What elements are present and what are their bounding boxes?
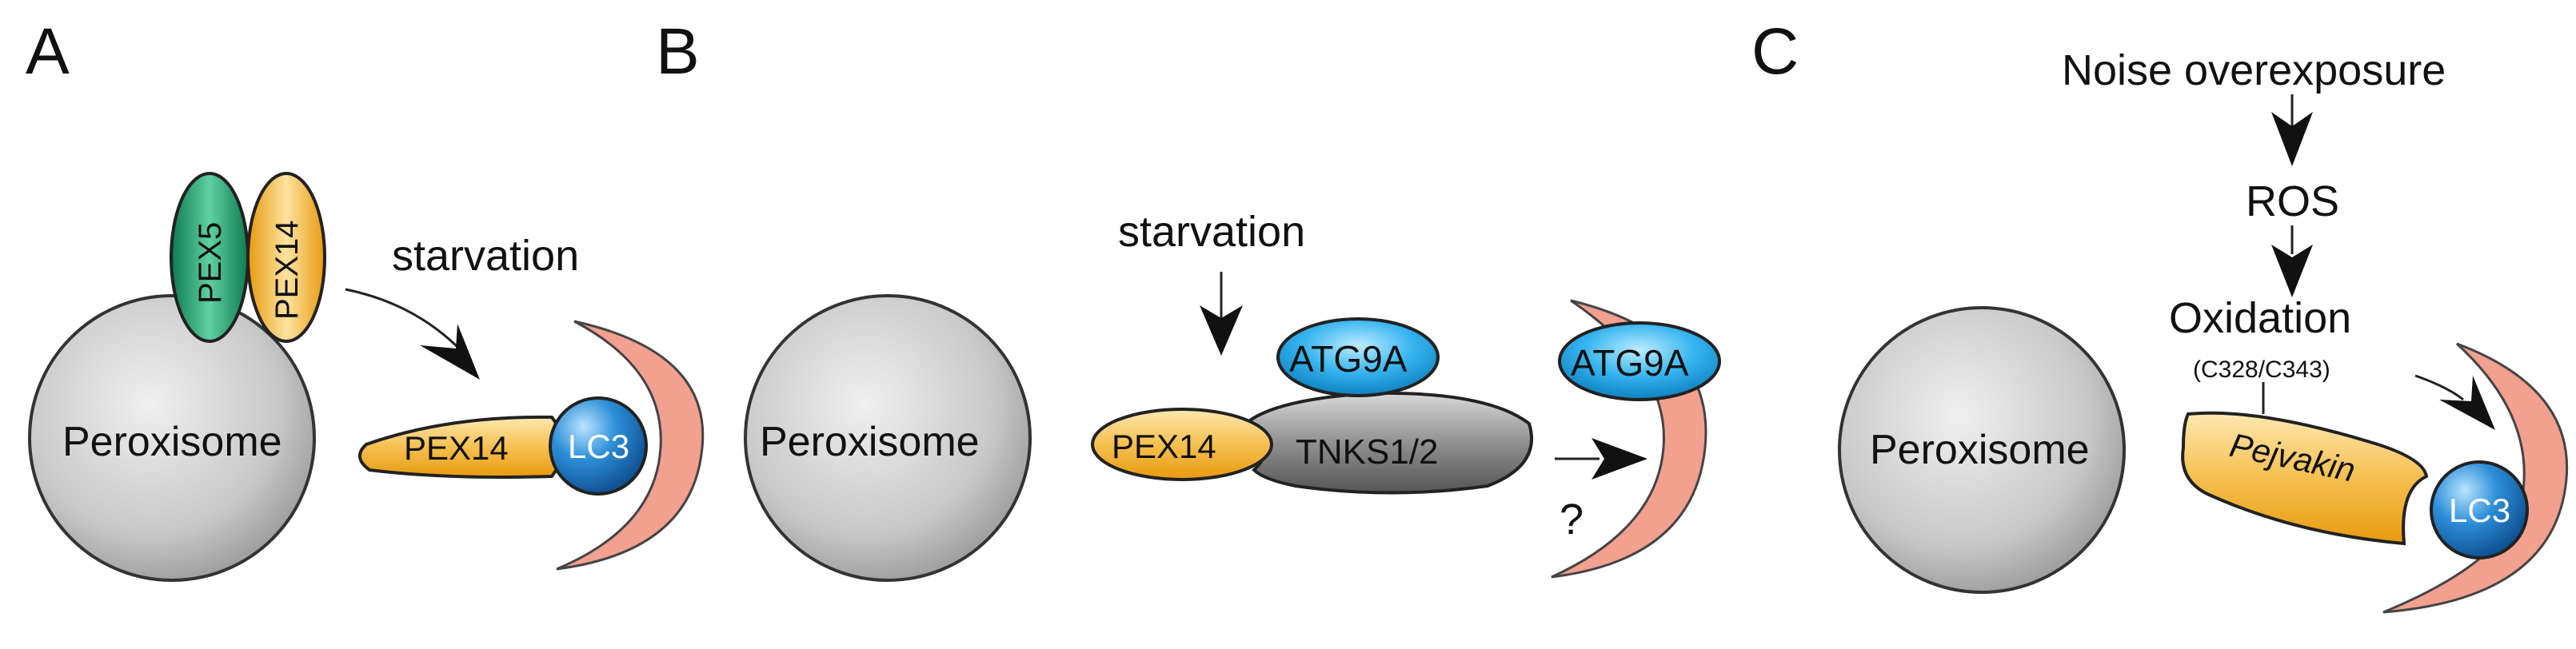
lc3-a-label: LC3	[568, 428, 629, 465]
noise-label: Noise overexposure	[2062, 46, 2446, 94]
pex5-a-label: PEX5	[193, 222, 228, 304]
peroxisome-b-label: Peroxisome	[760, 419, 980, 465]
arrowhead-b-right	[1592, 438, 1647, 480]
starvation-a-label: starvation	[392, 232, 579, 280]
question-b-label: ?	[1560, 496, 1584, 543]
ros-label: ROS	[2246, 177, 2339, 225]
tnks-b-label: TNKS1/2	[1296, 432, 1439, 472]
pejvakin-c	[2181, 411, 2429, 546]
atg9a-b-2-label: ATG9A	[1571, 342, 1689, 384]
oxidation-label: Oxidation	[2169, 294, 2351, 342]
pex14-top-a-label: PEX14	[270, 220, 305, 320]
lc3-c-label: LC3	[2449, 492, 2510, 529]
panel-a: A Peroxisome PEX5 PEX14 starvation PEX14…	[26, 15, 705, 582]
peroxisome-c-label: Peroxisome	[1870, 427, 2090, 473]
arrowhead-b-down	[1200, 305, 1243, 356]
pex14-b	[1091, 408, 1273, 481]
panel-a-letter: A	[26, 15, 70, 88]
panel-c-letter: C	[1751, 15, 1799, 88]
peroxisome-a-label: Peroxisome	[62, 419, 282, 465]
starvation-a-arrow	[345, 288, 464, 353]
peroxisome-a	[28, 294, 316, 582]
phagophore-a	[556, 320, 705, 571]
arrowhead-c-2	[2271, 245, 2313, 297]
panel-c: C Noise overexposure ROS Oxidation (C328…	[1751, 15, 2569, 614]
arrow-c-line	[2414, 374, 2464, 401]
panel-b-letter: B	[656, 15, 700, 88]
pex14-a-label: PEX14	[404, 429, 509, 467]
lc3-a	[549, 396, 648, 496]
pex14-top-a	[246, 172, 326, 343]
phagophore-c	[2382, 342, 2569, 614]
atg9a-b-1	[1276, 317, 1440, 397]
arrowhead-a	[420, 324, 480, 380]
atg9a-b-1-label: ATG9A	[1289, 338, 1408, 380]
oxidation-sites-label: (C328/C343)	[2193, 356, 2330, 383]
pex14-a	[358, 415, 565, 479]
starvation-b-label: starvation	[1118, 208, 1305, 256]
peroxisome-c	[1838, 306, 2126, 594]
panel-b: B Peroxisome starvation TNKS1/2 ATG9A PE…	[656, 15, 1721, 582]
lc3-c	[2430, 460, 2529, 559]
arrowhead-c-3	[2439, 376, 2495, 430]
atg9a-b-2	[1558, 321, 1721, 401]
peroxisome-b	[744, 294, 1032, 582]
pex14-b-label: PEX14	[1112, 428, 1216, 465]
arrowhead-c-1	[2271, 112, 2313, 166]
